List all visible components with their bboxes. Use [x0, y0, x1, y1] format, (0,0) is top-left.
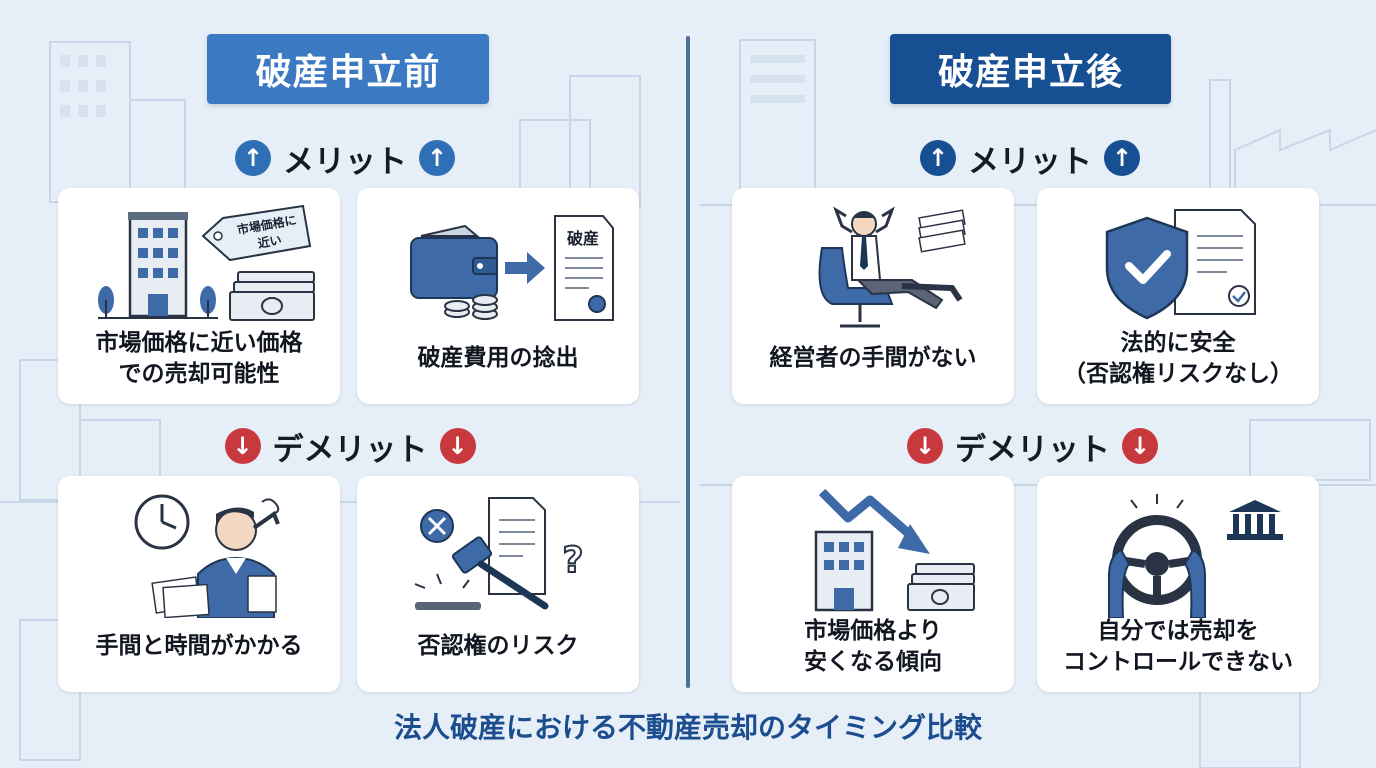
arrow-up-icon: ↑ [419, 140, 455, 176]
before-demerit-card-time-effort: 手間と時間がかかる [58, 476, 340, 692]
before-demerit-heading: ↓ デメリット ↓ [215, 424, 485, 468]
after-demerit-card-lower-price: 市場価格より 安くなる傾向 [732, 476, 1014, 692]
arrow-up-icon: ↑ [1104, 140, 1140, 176]
before-merit-heading: ↑ メリット ↑ [200, 136, 490, 180]
before-merit-card-market-price: 市場価格に近い 市場価格に近い価格 での売却可能性 [58, 188, 340, 404]
before-merit-heading-text: メリット [283, 143, 407, 180]
before-merit-card-bankruptcy-cost: 破産 破産費用の捻出 [357, 188, 639, 404]
footer-title: 法人破産における不動産売却のタイミング比較 [393, 711, 982, 744]
shield-check-document-icon [1105, 209, 1256, 320]
after-demerit-card-no-control: 自分では売却を コントロールできない [1037, 476, 1319, 692]
after-demerit-label-1: 市場価格より 安くなる傾向 [804, 617, 942, 675]
arrow-down-icon: ↓ [1122, 428, 1158, 464]
arrow-up-icon: ↑ [235, 140, 271, 176]
after-demerit-heading: ↓ デメリット ↓ [895, 424, 1170, 468]
before-merit-label-2: 破産費用の捻出 [417, 345, 579, 372]
arrow-down-icon: ↓ [907, 428, 943, 464]
after-merit-label-2: 法的に安全 （否認権リスクなし） [1063, 329, 1293, 387]
after-merit-card-no-effort: 経営者の手間がない [732, 188, 1014, 404]
center-divider [686, 36, 690, 688]
gavel-document-icon: ? [414, 497, 584, 610]
document-title-text: 破産 [567, 229, 599, 248]
clock-stressed-person-icon [134, 494, 280, 618]
arrow-down-icon: ↓ [224, 428, 261, 464]
after-demerit-heading-text: デメリット [955, 431, 1110, 468]
before-demerit-label-1: 手間と時間がかかる [95, 633, 303, 660]
after-merit-heading-text: メリット [968, 143, 1092, 180]
after-merit-heading: ↑ メリット ↑ [880, 136, 1180, 180]
after-demerit-label-2: 自分では売却を コントロールできない [1063, 617, 1293, 675]
after-merit-card-legally-safe: 法的に安全 （否認権リスクなし） [1037, 188, 1319, 404]
building-price-tag-icon: 市場価格に近い [98, 204, 315, 321]
before-demerit-heading-text: デメリット [272, 431, 428, 468]
after-filing-title: 破産申立後 [890, 34, 1171, 104]
steering-wheel-court-icon [1108, 494, 1283, 618]
before-merit-label-1: 市場価格に近い価格 での売却可能性 [95, 329, 303, 387]
building-falling-price-icon [814, 488, 975, 612]
wallet-to-document-icon: 破産 [410, 215, 614, 321]
relaxed-manager-icon [818, 206, 966, 328]
before-filing-title: 破産申立前 [207, 34, 489, 104]
before-demerit-card-avoidance-risk: ? 否認権のリスク [357, 476, 639, 692]
arrow-up-icon: ↑ [920, 140, 956, 176]
before-demerit-label-2: 否認権のリスク [417, 633, 579, 660]
after-merit-label-1: 経営者の手間がない [769, 345, 977, 372]
question-mark-icon: ? [563, 540, 584, 581]
arrow-down-icon: ↓ [439, 428, 476, 464]
